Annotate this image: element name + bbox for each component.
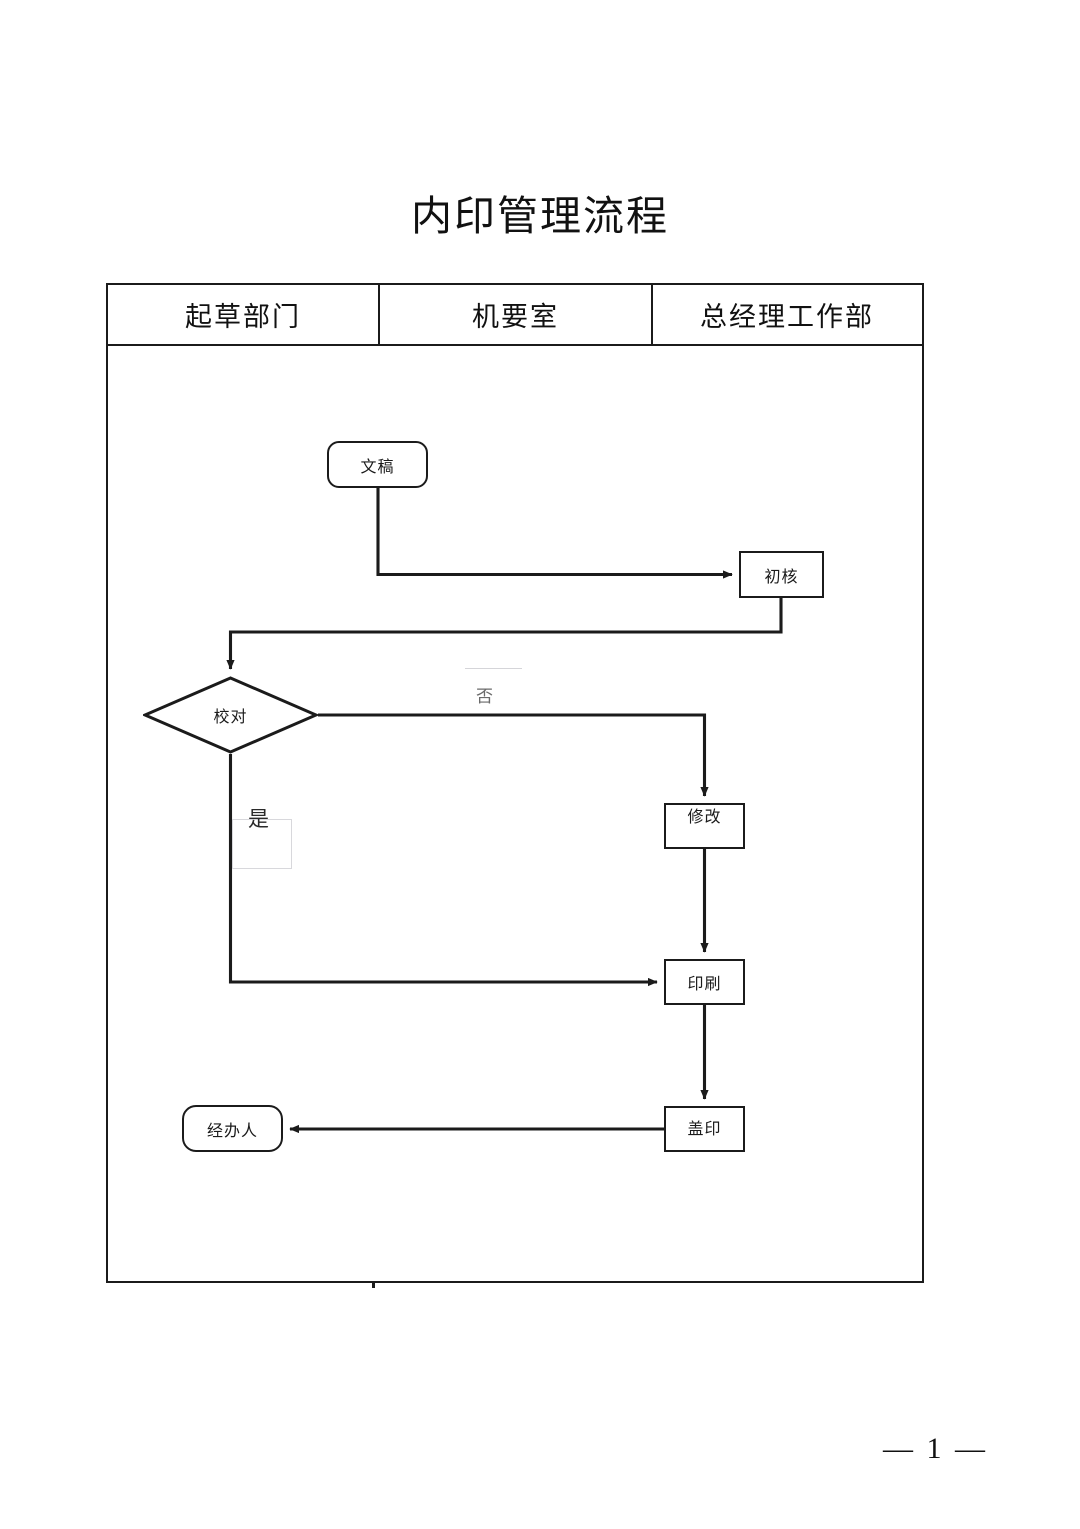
lane-label: 机要室 xyxy=(472,302,559,332)
flow-node-revise[interactable]: 修改 xyxy=(664,803,745,849)
flow-node-review[interactable]: 初核 xyxy=(739,551,824,598)
faint-ghost-box xyxy=(232,819,292,869)
page-number: — 1 — xyxy=(883,1432,988,1465)
swimlane-header-row: 起草部门 机要室 总经理工作部 xyxy=(108,285,922,346)
node-label: 初核 xyxy=(764,568,799,586)
flow-node-draft[interactable]: 文稿 xyxy=(327,441,428,488)
flowchart-connectors xyxy=(226,488,783,1134)
node-label: 盖印 xyxy=(687,1121,722,1138)
node-label: 修改 xyxy=(687,809,722,826)
flowchart-canvas: 文稿 初核 校对 修改 印刷 盖印 经办人 否 是 xyxy=(108,346,922,1282)
edge-label-no: 否 xyxy=(476,687,493,706)
lane-label: 总经理工作部 xyxy=(700,302,874,332)
lane-header-drafting-department: 起草部门 xyxy=(108,285,380,344)
node-label: 文稿 xyxy=(360,458,395,476)
node-label: 印刷 xyxy=(687,976,722,993)
node-label: 经办人 xyxy=(206,1122,258,1140)
frame-bottom-tick xyxy=(372,1281,375,1288)
edge-label-yes: 是 xyxy=(248,807,269,831)
faint-hairline xyxy=(465,668,522,669)
flow-node-handler[interactable]: 经办人 xyxy=(182,1105,283,1152)
flow-node-seal[interactable]: 盖印 xyxy=(664,1106,745,1152)
lane-header-gm-office: 总经理工作部 xyxy=(653,285,921,344)
lane-label: 起草部门 xyxy=(185,302,301,332)
node-label: 校对 xyxy=(213,709,248,726)
diamond-shape xyxy=(143,676,318,754)
page-title: 内印管理流程 xyxy=(411,193,669,239)
swimlane-frame: 起草部门 机要室 总经理工作部 xyxy=(106,283,924,1283)
lane-header-confidential-office: 机要室 xyxy=(380,285,653,344)
flow-node-decision[interactable]: 校对 xyxy=(143,676,318,754)
flow-node-print[interactable]: 印刷 xyxy=(664,959,745,1005)
